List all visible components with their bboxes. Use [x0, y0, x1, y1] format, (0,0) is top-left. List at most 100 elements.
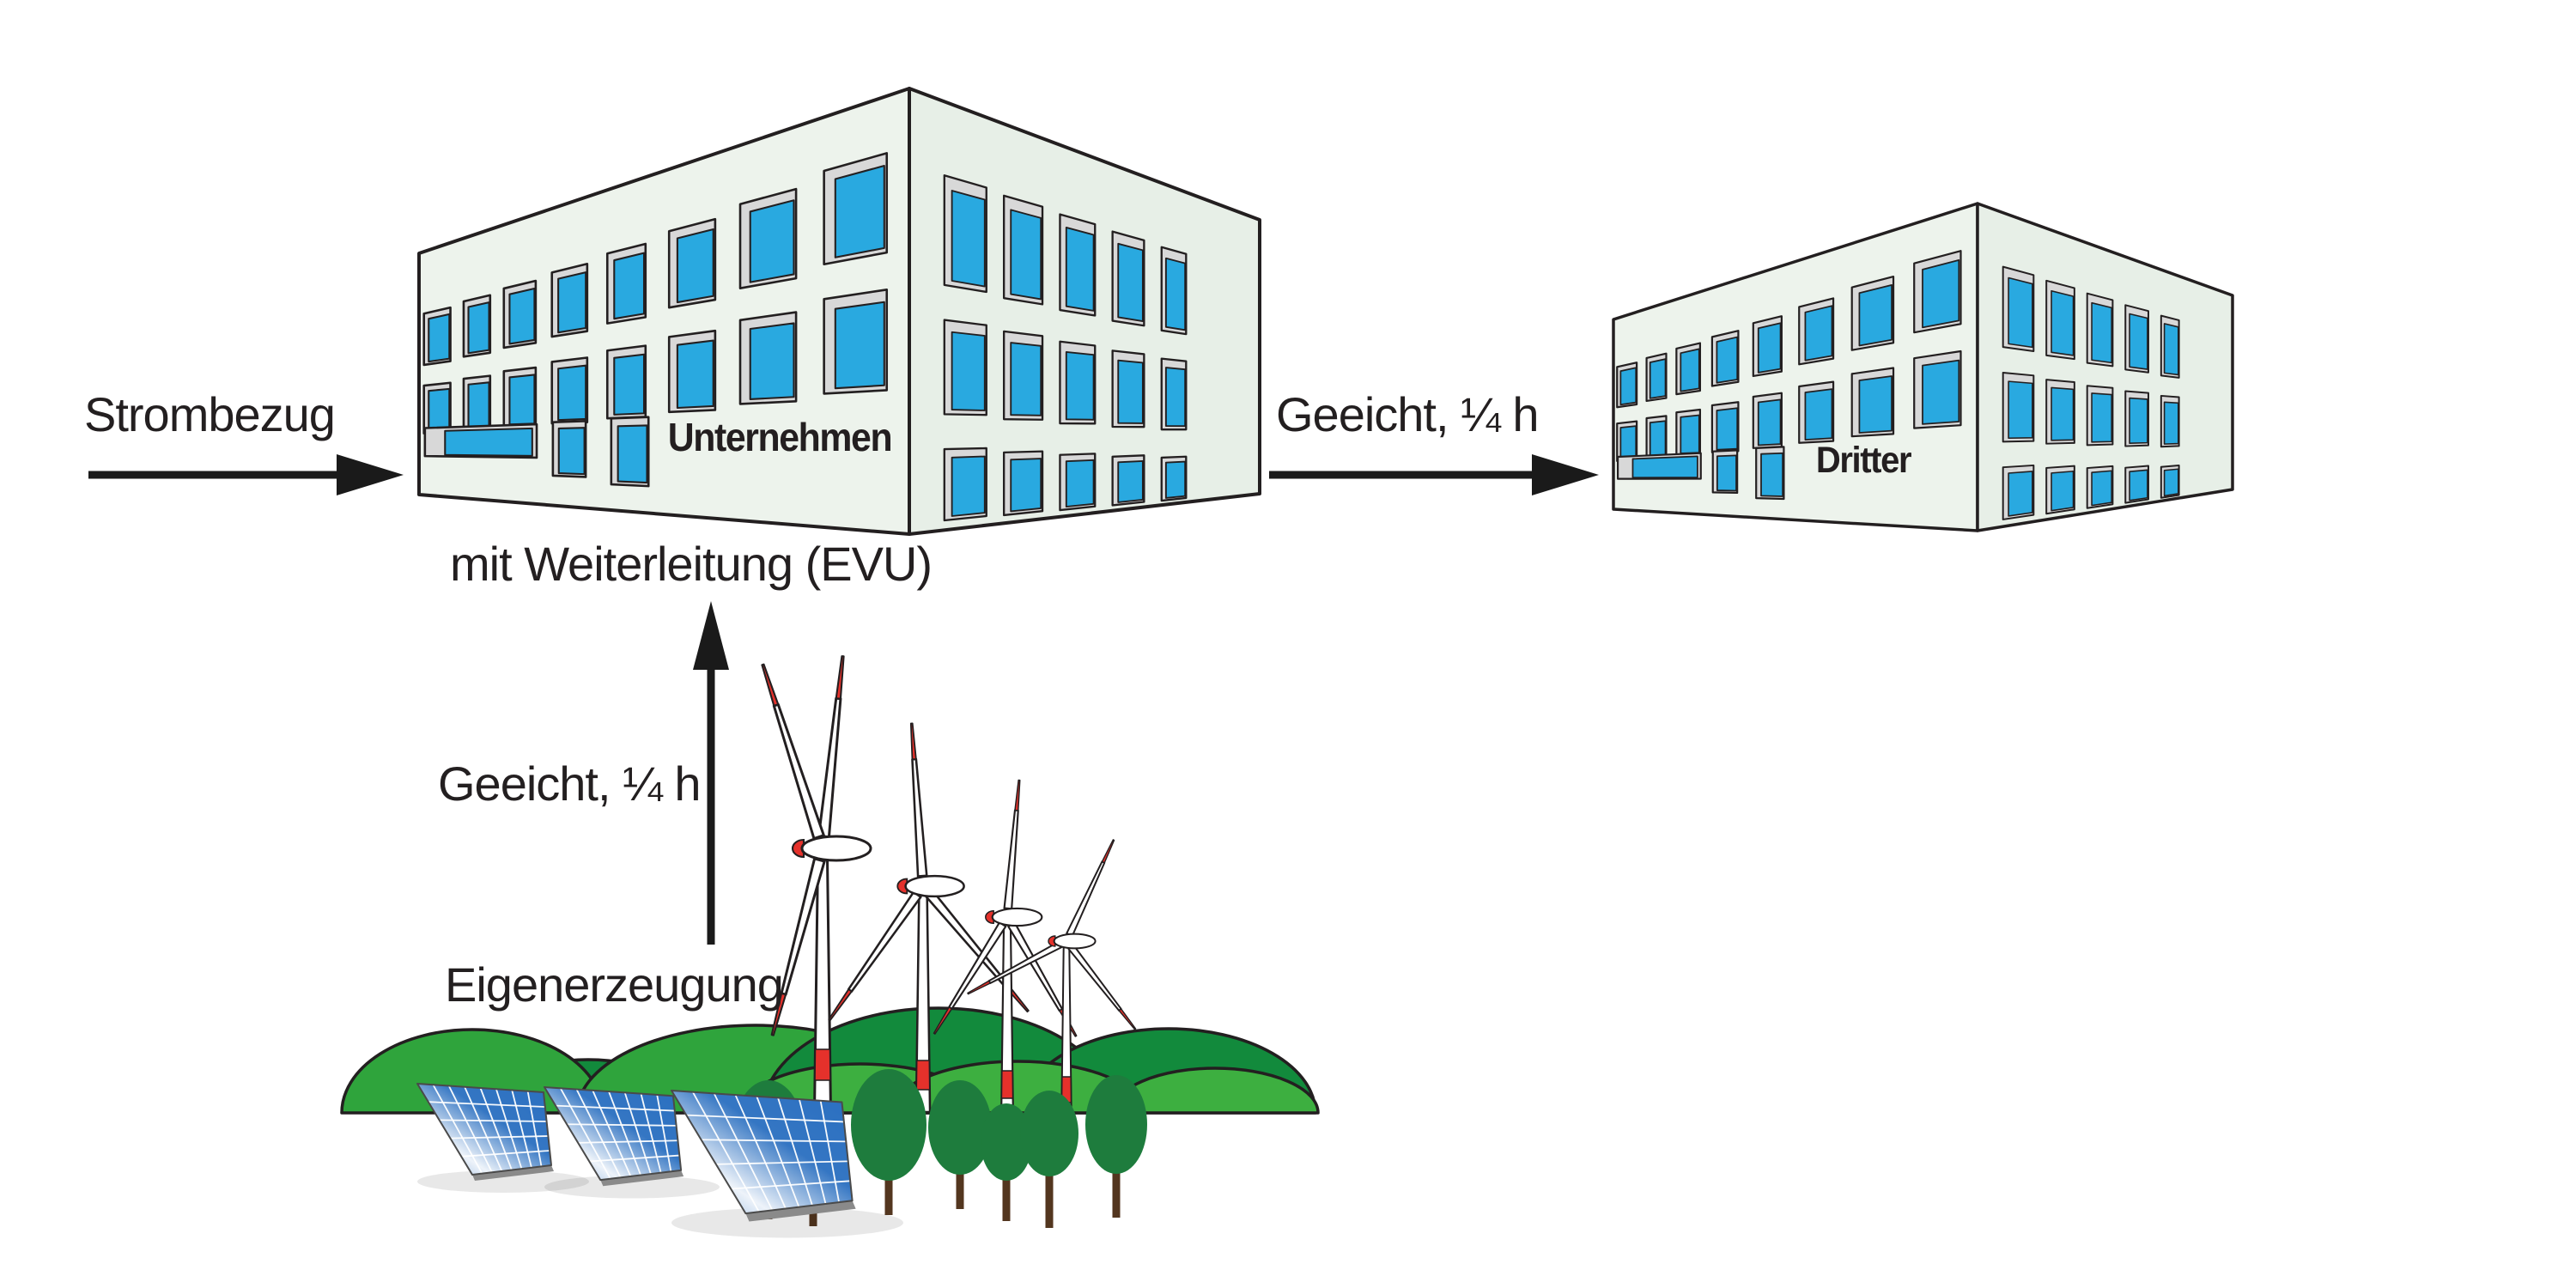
turbine-nacelle	[800, 835, 872, 862]
window-pane	[2129, 469, 2148, 501]
window-pane	[1164, 367, 1187, 428]
blade-body	[817, 696, 842, 839]
window-pane	[428, 387, 451, 432]
window-pane	[1010, 209, 1042, 301]
window-pane	[951, 455, 986, 517]
window-pane	[2050, 386, 2075, 441]
window-pane	[613, 353, 646, 416]
tree-crown	[851, 1069, 927, 1181]
panel-edge	[600, 1170, 684, 1187]
panel-outline	[416, 1083, 552, 1176]
panel-outline	[544, 1086, 683, 1182]
blade-red-tip	[967, 980, 991, 995]
blade-red-tip	[1014, 779, 1021, 811]
geeicht-delivery-label: Geeicht, ¼ h	[1276, 387, 1540, 441]
window-pane	[1804, 305, 1833, 362]
window-pane	[1117, 359, 1144, 424]
wind-turbine-icon	[828, 722, 1030, 1114]
window-pane	[1757, 322, 1782, 374]
window-pane	[1858, 375, 1893, 434]
nacelle-nose	[896, 878, 908, 895]
turbine-blade	[909, 722, 928, 878]
tree-crown	[928, 1080, 992, 1175]
window-pane	[2163, 323, 2179, 376]
arrow-head	[337, 454, 404, 495]
window-pane	[2008, 471, 2033, 517]
window-pane	[676, 339, 714, 410]
window-pane	[557, 427, 586, 476]
window-pane	[2091, 470, 2113, 507]
window-pane	[1858, 283, 1893, 347]
window-pane	[749, 199, 795, 283]
tree-icon	[851, 1069, 927, 1215]
geeicht-supply-label: Geeicht, ¼ h	[438, 757, 702, 811]
arrows-graphic	[88, 454, 1599, 945]
unternehmen-building-label: Unternehmen	[667, 415, 893, 459]
window-pane	[2050, 289, 2075, 356]
nacelle-nose	[1048, 935, 1056, 947]
panel-shadow	[671, 1207, 903, 1238]
office-building-unternehmen-icon	[417, 87, 1261, 536]
window-pane	[2091, 301, 2113, 364]
blade-body	[911, 757, 928, 878]
window-pane	[2163, 401, 2179, 445]
building-right-face	[1976, 202, 2234, 532]
tree-crown	[1085, 1075, 1147, 1174]
window-pane	[1065, 226, 1095, 312]
window-pane	[1716, 454, 1737, 492]
office-building-dritter-icon	[1612, 202, 2234, 532]
tree-crown	[981, 1103, 1032, 1181]
panel-shadow	[544, 1176, 720, 1199]
turbine-blade	[828, 890, 922, 1022]
window-pane	[1619, 367, 1637, 406]
blade-red-tip	[909, 722, 917, 761]
panel-outline	[671, 1090, 854, 1215]
window-pane	[557, 271, 587, 334]
eigenerzeugung-arrow-icon	[693, 601, 729, 945]
window-pane	[1117, 459, 1144, 503]
strombezug-label: Strombezug	[84, 387, 336, 441]
window-pane	[557, 364, 587, 422]
window-pane	[1619, 425, 1637, 460]
panel-sheen	[671, 1091, 853, 1214]
tree-icon	[981, 1103, 1032, 1221]
solar-panels-graphic	[416, 1083, 903, 1238]
window-pane	[834, 301, 885, 390]
turbine-nacelle	[1053, 933, 1097, 950]
blade-body	[1066, 860, 1106, 937]
mast-red-band	[915, 1060, 931, 1091]
solar-panel-icon	[544, 1086, 720, 1199]
tree-crown	[1020, 1091, 1078, 1176]
mast-red-band	[1000, 1070, 1014, 1099]
turbine-nacelle	[904, 874, 965, 898]
arrow-shaft	[1269, 471, 1532, 479]
blade-body	[772, 702, 825, 841]
window-pane	[1757, 398, 1782, 447]
panel-sheen	[544, 1087, 682, 1181]
window-pane	[1117, 242, 1144, 322]
window-pane	[617, 424, 648, 484]
solar-panel-icon	[416, 1083, 589, 1193]
window-pane	[2008, 276, 2033, 349]
blade-red-tip	[1118, 1008, 1137, 1030]
window-pane	[1164, 257, 1187, 331]
window-pane	[834, 164, 885, 258]
tree-trunk	[1045, 1133, 1054, 1228]
arrow-head	[693, 601, 729, 670]
panel-edge	[745, 1200, 856, 1222]
blade-red-tip	[835, 655, 845, 700]
window-pane	[2091, 392, 2113, 443]
arrow-head	[1532, 454, 1599, 495]
window-pane	[508, 288, 536, 345]
blade-red-tip	[828, 988, 853, 1022]
window-pane	[1804, 388, 1833, 441]
panel-edge	[472, 1165, 554, 1181]
turbine-nacelle	[991, 907, 1043, 927]
weiterleitung-label: mit Weiterleitung (EVU)	[450, 537, 933, 591]
window-pane	[1010, 342, 1042, 416]
blade-body	[948, 921, 1007, 1010]
tree-icon	[1020, 1091, 1078, 1228]
window-pane	[2163, 468, 2179, 497]
